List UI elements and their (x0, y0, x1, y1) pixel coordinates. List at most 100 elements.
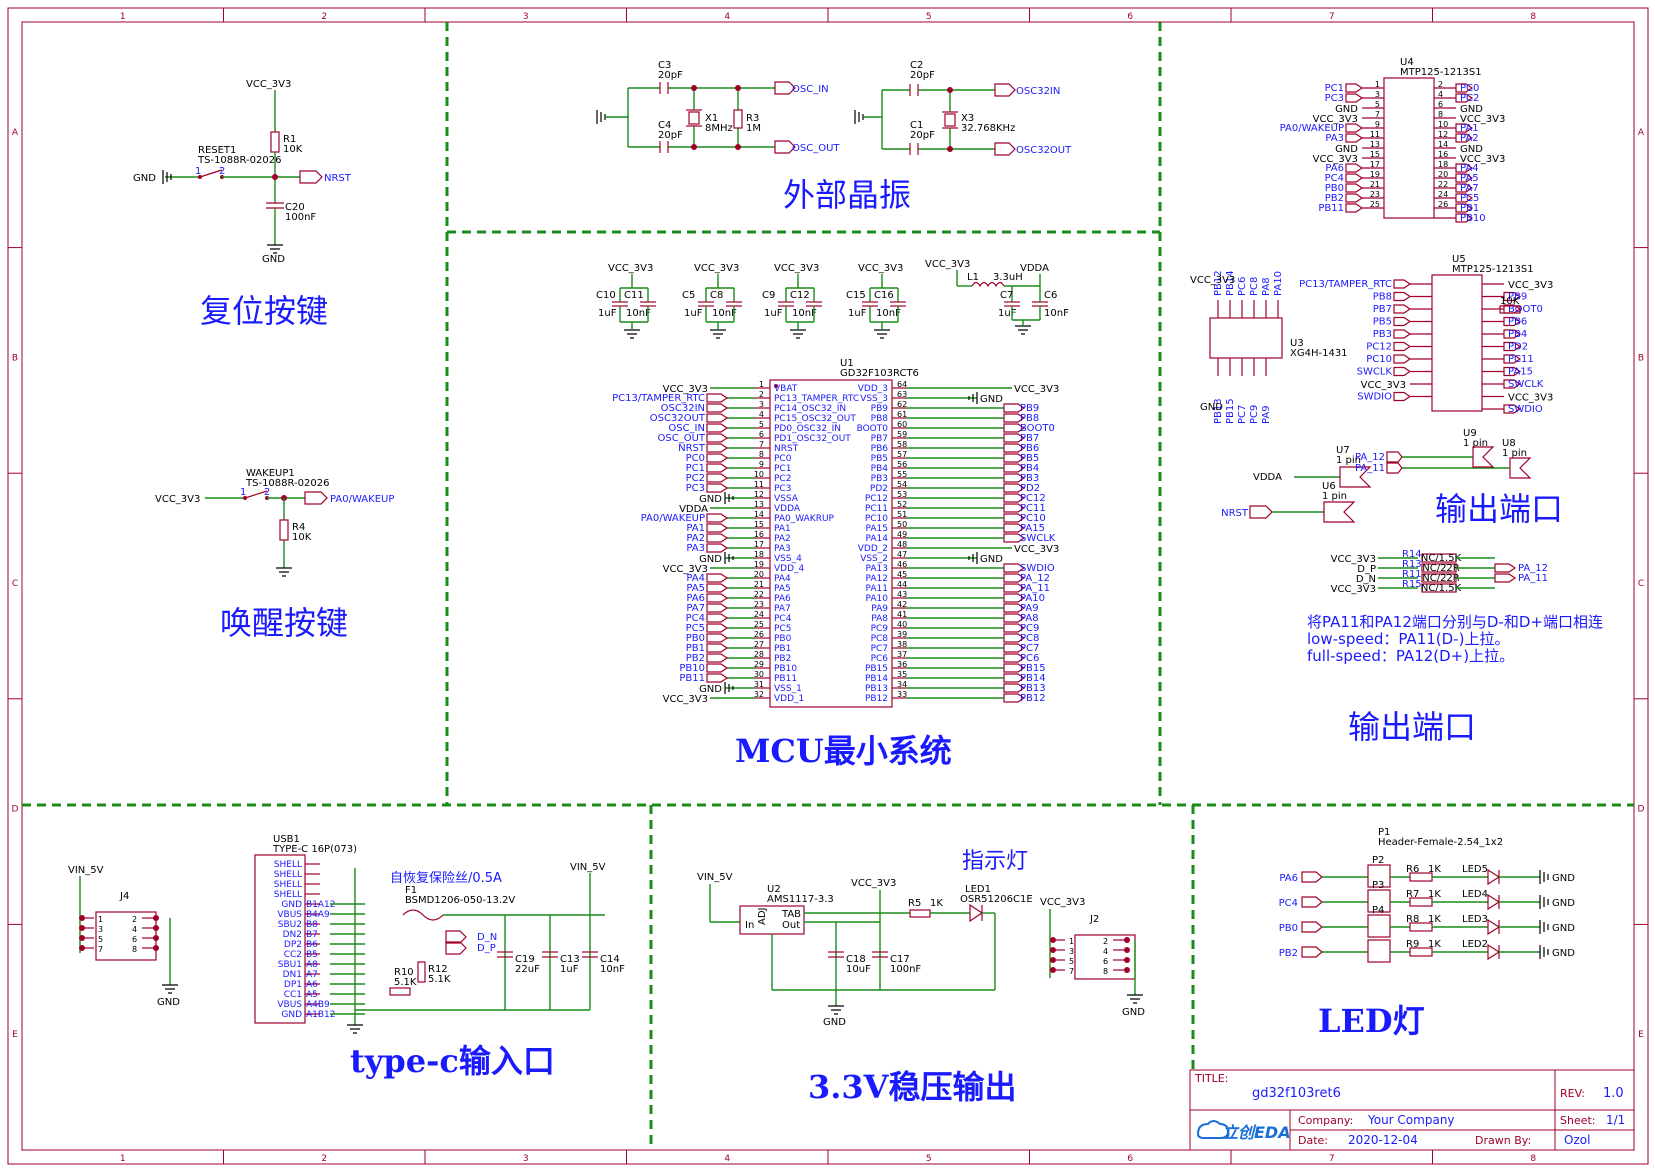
r3-ref: R3 (746, 113, 759, 124)
u9-ref: U9 (1463, 428, 1477, 439)
mcu-body (769, 379, 893, 708)
c14-val: 10nF (600, 964, 625, 975)
net-label: PA9 (1020, 603, 1039, 614)
grid-col-top: 1 (120, 12, 126, 22)
net-label: PB3 (1373, 329, 1392, 340)
net-label: PB4 (1508, 329, 1527, 340)
pin-name: GND (281, 1010, 302, 1020)
wakeup-vcc: VCC_3V3 (155, 494, 200, 505)
j2-vcc: VCC_3V3 (1040, 897, 1085, 908)
tb-rev: 1.0 (1603, 1086, 1624, 1101)
net-label: PA_11 (1020, 583, 1050, 594)
net-label: PB14 (1020, 673, 1046, 684)
tb-sheet-label: Sheet: (1560, 1114, 1596, 1127)
osc32-out-net: OSC32OUT (1016, 145, 1072, 156)
net-label: BOOT0 (1508, 304, 1543, 315)
pad-name: B5 (306, 950, 318, 960)
u3-gnd: GND (1200, 402, 1223, 413)
net-label: VCC_3V3 (1361, 380, 1406, 391)
title-block: TITLE: gd32f103ret6 REV: 1.0 立创EDA Compa… (1189, 1069, 1635, 1151)
pin-name: SHELL (274, 860, 302, 870)
net-label: PC1 (686, 463, 705, 474)
c19-ref: C19 (515, 954, 535, 965)
j4-ref: J4 (119, 891, 129, 902)
pin-num: 42 (897, 600, 907, 609)
wakeup-title: 唤醒按键 (220, 604, 348, 642)
net-label: PC11 (1508, 354, 1534, 365)
tb-title-label: TITLE: (1194, 1072, 1228, 1085)
pin-num: 19 (754, 560, 764, 569)
net-label: PB2 (1279, 948, 1298, 959)
r1-val: 10K (283, 144, 303, 155)
r5-ref: R5 (908, 898, 921, 909)
cap-vcc: VCC_3V3 (608, 263, 653, 274)
grid-col-top: 6 (1127, 12, 1133, 22)
res-val: NC/22R (1422, 563, 1460, 574)
osc32-in-net: OSC32IN (1016, 86, 1060, 97)
c19-val: 22uF (515, 964, 540, 975)
res-val: 1K (1428, 864, 1441, 875)
net-label: NRST (678, 443, 706, 454)
pin-name: VSS_3 (860, 394, 888, 404)
pad-name: A4B9 (306, 1000, 330, 1010)
net-label: PC7 (1020, 643, 1039, 654)
net-label: PA1 (686, 523, 705, 534)
pin-name: VBAT (774, 384, 798, 394)
net-label: PD2 (1508, 342, 1528, 353)
net-label: PC13/TAMPER_RTC (1299, 279, 1392, 290)
pin-num: 7 (1375, 110, 1380, 119)
pin-num: 3 (759, 400, 764, 409)
grid-row-right: D (1638, 805, 1645, 815)
pin-num: 4 (1438, 90, 1443, 99)
c17-ref: C17 (890, 954, 910, 965)
grid-col-top: 7 (1329, 12, 1335, 22)
ldo-section: VIN_5V U2 AMS1117-3.3 In TAB Out ADJ VCC… (697, 849, 1145, 1106)
net-label: PB12 (1020, 693, 1046, 704)
pin-num: 19 (1370, 170, 1380, 179)
note-line2: low-speed：PA11(D-)上拉。 (1307, 630, 1509, 648)
pin-name: CC1 (284, 990, 302, 1000)
r1-ref: R1 (283, 134, 296, 145)
pin-name: PA12 (866, 574, 888, 584)
pin-num: 64 (897, 380, 907, 389)
net-label: PA10 (1273, 271, 1284, 296)
l1-val: 3.3uH (993, 272, 1023, 283)
cap-vcc: VCC_3V3 (694, 263, 739, 274)
pin-name: CC2 (284, 950, 302, 960)
res-val: 1K (1428, 914, 1441, 925)
cap-val: 1uF (684, 308, 703, 319)
note-line1: 将PA11和PA12端口分别与D-和D+端口相连 (1307, 613, 1603, 631)
grid-row-left: C (12, 579, 18, 589)
pin-num: 16 (1438, 150, 1448, 159)
u3-part: XG4H-1431 (1290, 348, 1348, 359)
cap-val: 10nF (792, 308, 817, 319)
pin-num: 15 (754, 520, 764, 529)
net-label: PA6 (1325, 163, 1344, 174)
cap-ref: C11 (624, 290, 644, 301)
pin-num: 43 (897, 590, 907, 599)
pin-num: 6 (132, 935, 137, 944)
net-label: VCC_3V3 (1460, 114, 1505, 125)
grid-col-bottom: 1 (120, 1154, 126, 1164)
pin-num: 2 (132, 915, 137, 924)
c4-ref: C4 (658, 120, 671, 131)
net-label: PC12 (1020, 493, 1046, 504)
pin-num: 22 (754, 590, 764, 599)
u2-ref: U2 (767, 884, 781, 895)
osc-section: C3 20pF C4 20pF X1 8MHz R3 1M OSC_IN OSC… (596, 60, 1072, 214)
net-label: PC7 (1237, 405, 1248, 424)
mcu-ref: U1 (840, 358, 854, 369)
pin-name: PB11 (774, 674, 797, 684)
pin-name: PC13_TAMPER_RTC (774, 394, 859, 404)
net-label: PB8 (1373, 292, 1392, 303)
pin-num: 40 (897, 620, 907, 629)
vin2: VIN_5V (570, 862, 606, 873)
cap-ref: C16 (874, 290, 894, 301)
pin-num: 2 (1103, 937, 1108, 946)
res-val: NC/1.5K (1421, 553, 1462, 564)
u6-pin: 1 pin (1322, 491, 1347, 502)
pin-num: 49 (897, 530, 907, 539)
pin-num: 15 (1370, 150, 1380, 159)
net-label: PA15 (1020, 523, 1045, 534)
